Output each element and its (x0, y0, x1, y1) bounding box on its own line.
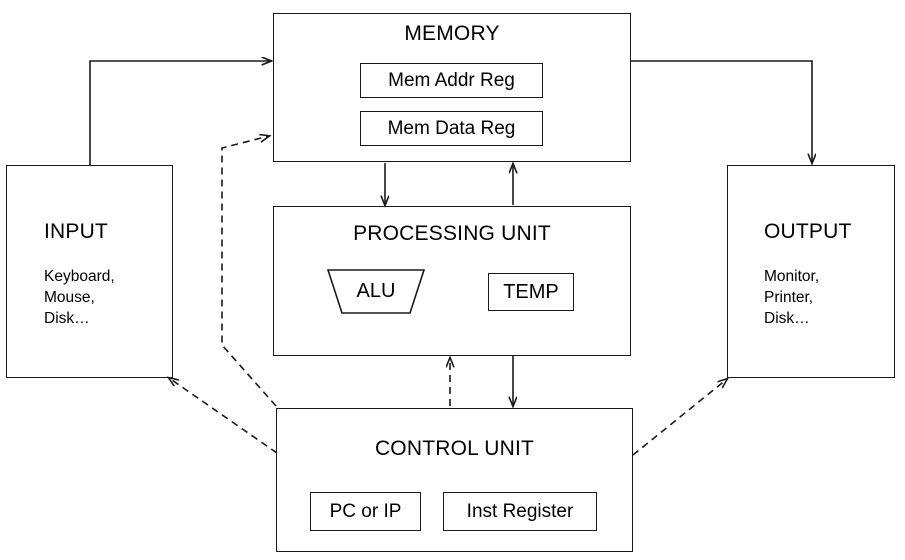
pc-or-ip-label: PC or IP (329, 500, 402, 522)
mem-data-reg-box[interactable]: Mem Data Reg (360, 111, 543, 146)
input-devices-text: Keyboard, Mouse, Disk… (44, 268, 115, 327)
alu-label: ALU (356, 280, 396, 302)
memory-title: MEMORY (404, 22, 500, 45)
temp-register-label: TEMP (503, 280, 559, 303)
control-unit-title: CONTROL UNIT (374, 437, 535, 460)
output-block[interactable] (727, 165, 895, 378)
connector-control-unit-to-output (632, 379, 727, 456)
output-title: OUTPUT (764, 220, 852, 243)
connector-memory-to-output (631, 60, 812, 163)
connector-control-unit-to-memory (221, 136, 277, 407)
processing-unit-block[interactable] (273, 206, 631, 356)
memory-block[interactable] (273, 13, 631, 162)
connector-input-to-memory (89, 61, 271, 165)
pc-or-ip-box[interactable]: PC or IP (310, 492, 421, 531)
control-unit-block[interactable] (276, 408, 633, 552)
mem-data-reg-label: Mem Data Reg (387, 117, 516, 139)
input-block[interactable] (6, 165, 173, 378)
mem-addr-reg-box[interactable]: Mem Addr Reg (360, 63, 543, 98)
mem-addr-reg-label: Mem Addr Reg (388, 69, 515, 91)
processing-unit-title: PROCESSING UNIT (353, 222, 551, 245)
inst-register-box[interactable]: Inst Register (443, 492, 597, 531)
temp-register-box[interactable]: TEMP (488, 273, 574, 311)
inst-register-label: Inst Register (466, 500, 574, 522)
input-title: INPUT (44, 220, 108, 243)
connector-control-unit-to-input (169, 378, 278, 454)
output-devices-text: Monitor, Printer, Disk… (764, 268, 820, 327)
